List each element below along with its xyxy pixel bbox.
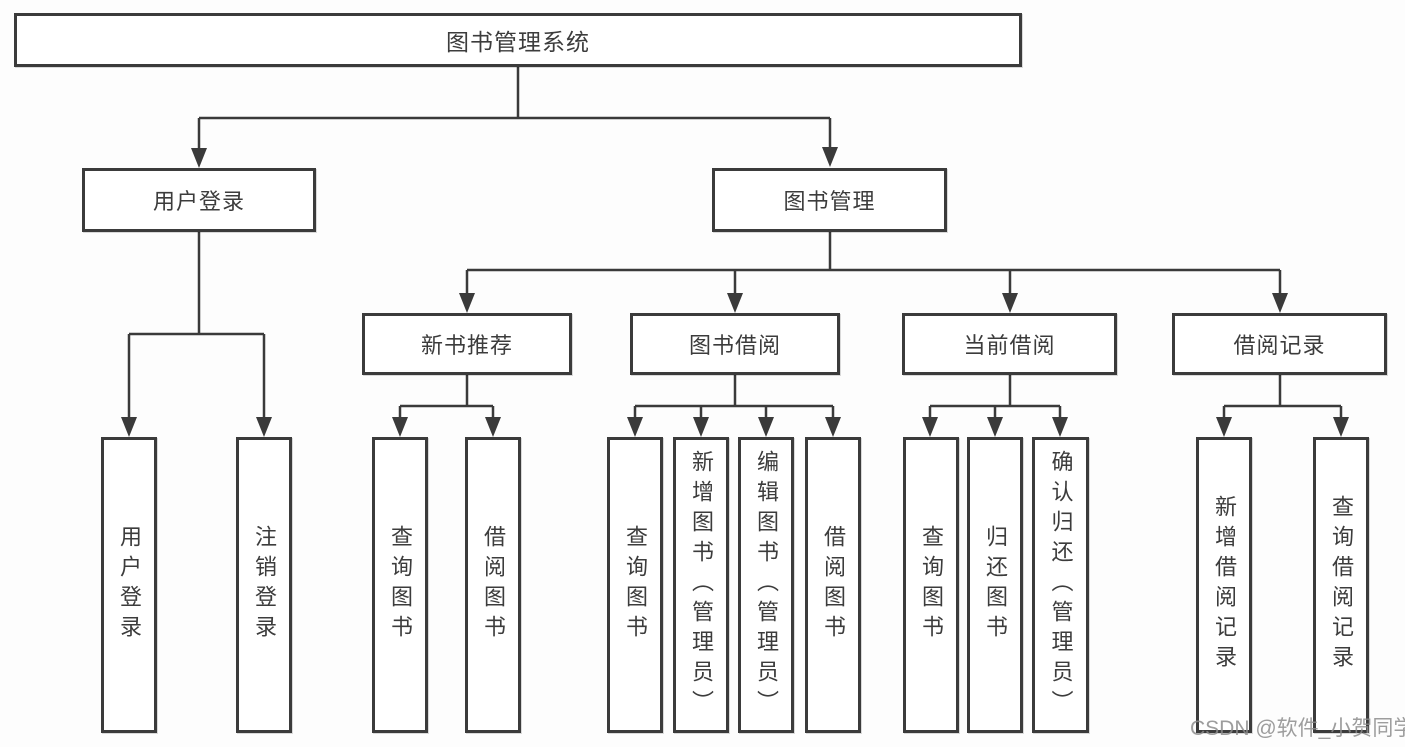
node-borrowing-records-label: 借阅记录 xyxy=(1233,333,1326,358)
leaf-logout: 注销登录 xyxy=(236,437,292,733)
leaf-bb-query-books: 查询图书 xyxy=(607,437,663,733)
leaf-br-query-record-label: 查询借阅记录 xyxy=(1329,495,1354,675)
leaf-bb-add-books-admin: 新增图书（管理员） xyxy=(673,437,729,733)
leaf-br-add-record: 新增借阅记录 xyxy=(1196,437,1252,733)
node-new-book-recommend-label: 新书推荐 xyxy=(420,333,513,358)
leaf-logout-label: 注销登录 xyxy=(252,525,277,645)
arrowheads xyxy=(121,147,1349,437)
node-user-login-label: 用户登录 xyxy=(152,189,245,214)
node-book-management-label: 图书管理 xyxy=(783,189,876,214)
node-book-borrowing: 图书借阅 xyxy=(630,313,840,375)
leaf-bb-borrow-books-label: 借阅图书 xyxy=(821,525,846,645)
leaf-cb-confirm-return-admin: 确认归还（管理员） xyxy=(1032,437,1089,733)
leaf-nbr-query-books-label: 查询图书 xyxy=(388,525,413,645)
leaf-cb-return-books-label: 归还图书 xyxy=(983,525,1008,645)
leaf-cb-query-books: 查询图书 xyxy=(903,437,959,733)
leaf-br-add-record-label: 新增借阅记录 xyxy=(1212,495,1237,675)
csdn-watermark: CSDN @软件_小贺同学 xyxy=(1190,717,1405,740)
leaf-cb-confirm-return-admin-label: 确认归还（管理员） xyxy=(1048,450,1074,720)
leaf-user-login: 用户登录 xyxy=(101,437,157,733)
leaf-bb-borrow-books: 借阅图书 xyxy=(805,437,861,733)
leaf-user-login-label: 用户登录 xyxy=(117,525,142,645)
node-current-borrowing: 当前借阅 xyxy=(902,313,1117,375)
leaf-br-query-record: 查询借阅记录 xyxy=(1313,437,1369,733)
leaf-nbr-borrow-books-label: 借阅图书 xyxy=(481,525,506,645)
node-borrowing-records: 借阅记录 xyxy=(1172,313,1387,375)
node-user-login: 用户登录 xyxy=(82,168,316,232)
leaf-bb-edit-books-admin: 编辑图书（管理员） xyxy=(738,437,794,733)
node-root: 图书管理系统 xyxy=(14,13,1022,67)
leaf-cb-query-books-label: 查询图书 xyxy=(919,525,944,645)
leaf-nbr-borrow-books: 借阅图书 xyxy=(465,437,521,733)
node-new-book-recommend: 新书推荐 xyxy=(362,313,572,375)
leaf-bb-query-books-label: 查询图书 xyxy=(623,525,648,645)
leaf-cb-return-books: 归还图书 xyxy=(967,437,1023,733)
node-book-management: 图书管理 xyxy=(712,168,947,232)
node-book-borrowing-label: 图书借阅 xyxy=(688,333,781,358)
leaf-nbr-query-books: 查询图书 xyxy=(372,437,428,733)
leaf-bb-add-books-admin-label: 新增图书（管理员） xyxy=(689,450,714,720)
node-root-label: 图书管理系统 xyxy=(446,29,590,55)
leaf-bb-edit-books-admin-label: 编辑图书（管理员） xyxy=(754,450,779,720)
node-current-borrowing-label: 当前借阅 xyxy=(963,333,1056,358)
